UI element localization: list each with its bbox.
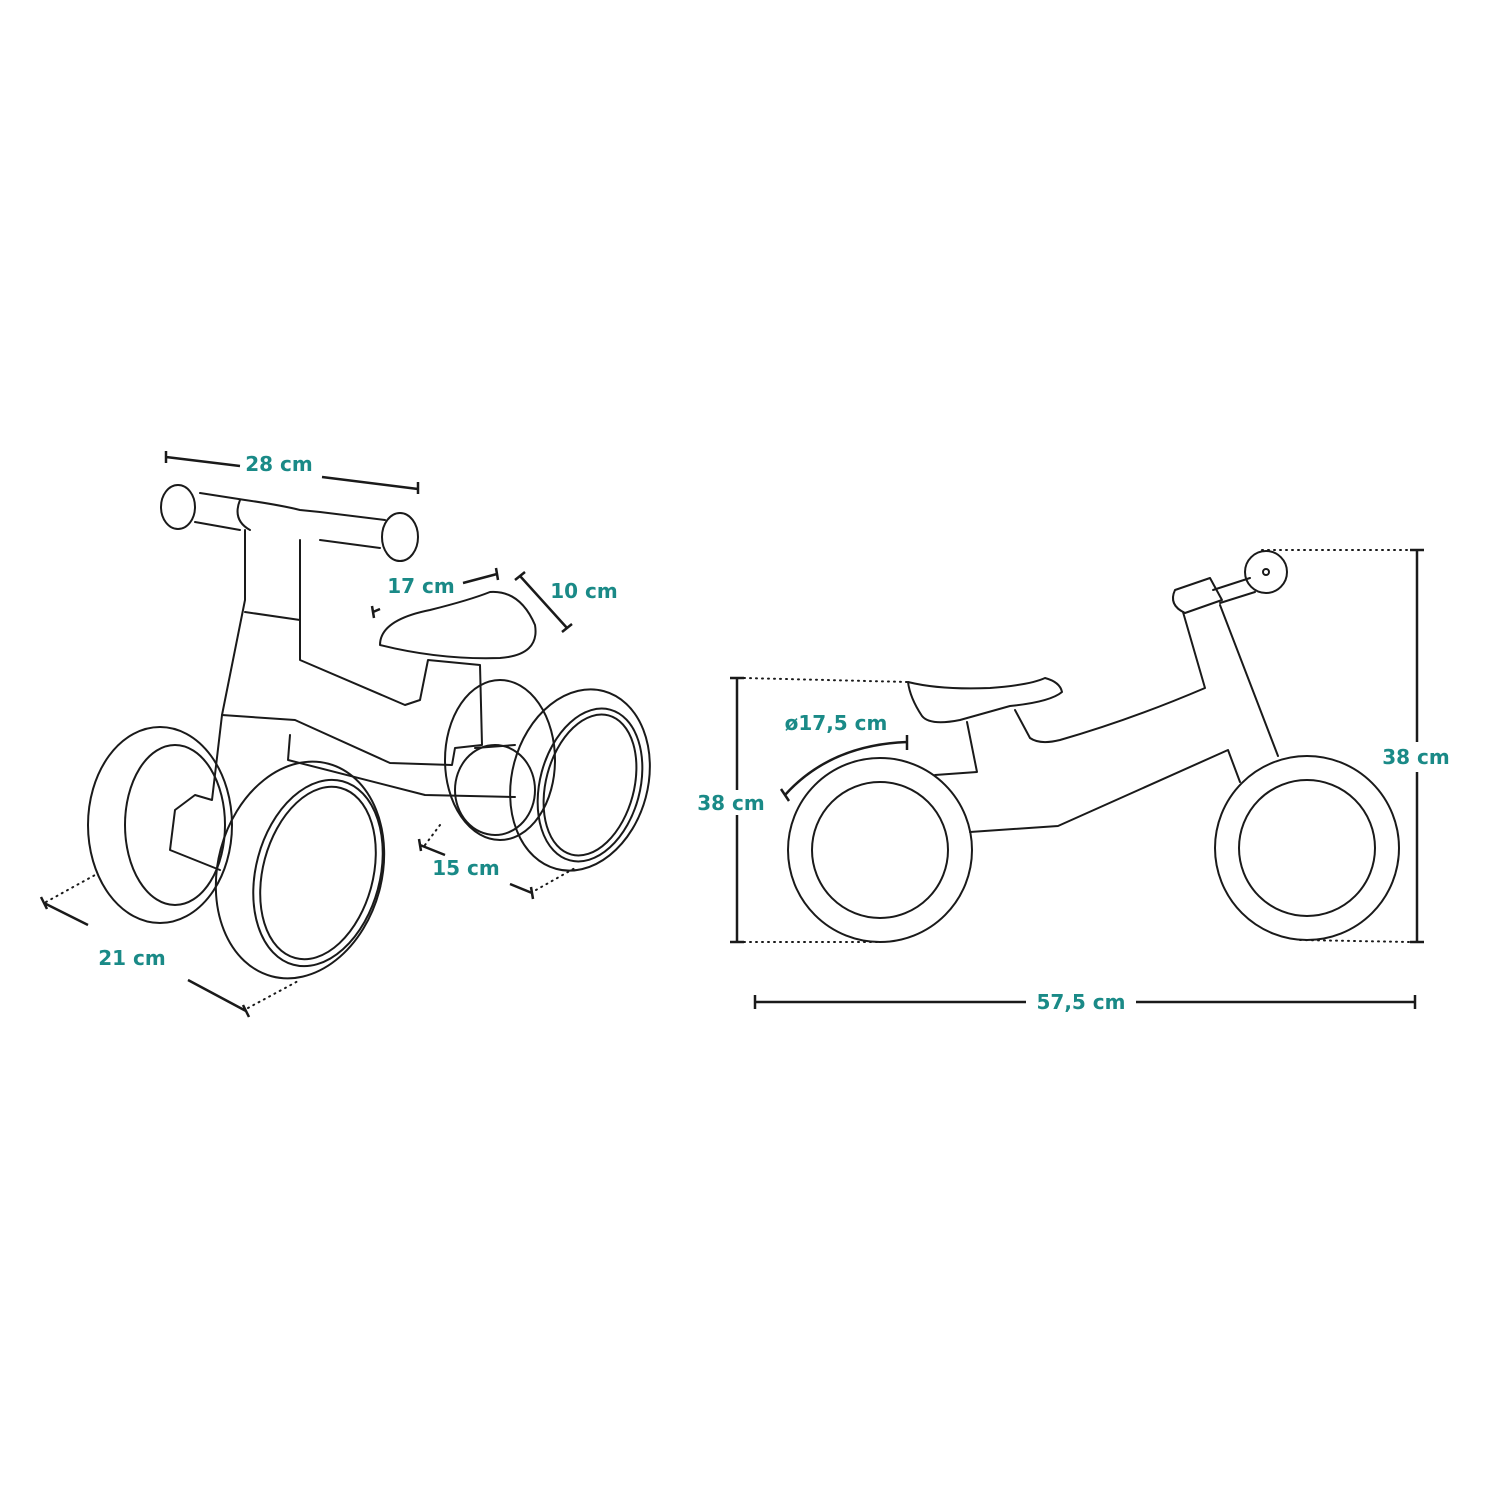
perspective-dimension-lines bbox=[39, 451, 576, 1018]
seat-height-label: 38 cm bbox=[697, 791, 765, 815]
handlebar-height-label: 38 cm bbox=[1382, 745, 1450, 769]
front-wheel-spacing-label: 21 cm bbox=[98, 946, 166, 970]
side-dimension-lines bbox=[730, 548, 1424, 1009]
perspective-bike-drawing bbox=[87, 484, 651, 980]
rear-wheel-spacing-label: 15 cm bbox=[432, 856, 500, 880]
handlebar-width-label: 28 cm bbox=[245, 452, 313, 476]
wheel-diameter-label: ø17,5 cm bbox=[785, 711, 888, 735]
side-bike-drawing bbox=[787, 550, 1400, 943]
seat-width-label: 10 cm bbox=[550, 579, 618, 603]
seat-length-label: 17 cm bbox=[387, 574, 455, 598]
total-length-label: 57,5 cm bbox=[1036, 990, 1125, 1014]
